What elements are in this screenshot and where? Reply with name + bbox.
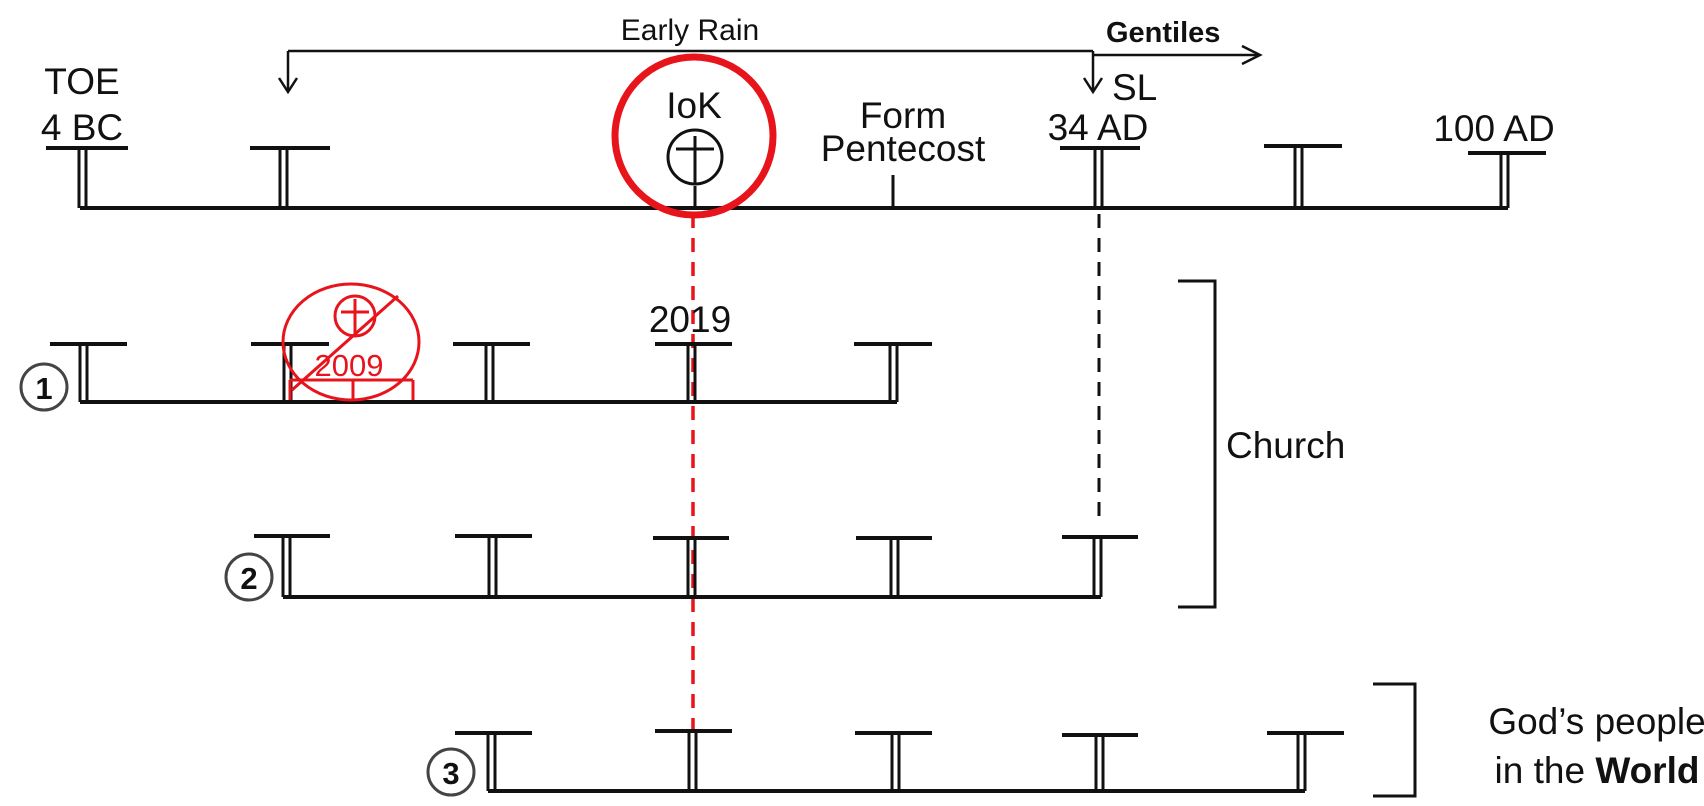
label-100ad: 100 AD: [1433, 108, 1554, 149]
gentiles-arrow: [1093, 44, 1263, 66]
label-34ad: 34 AD: [1048, 107, 1149, 148]
line-2-waymark-5: [1062, 535, 1138, 597]
label-early-rain: Early Rain: [621, 14, 759, 47]
waymark-toe: [46, 146, 128, 208]
line-2-waymark-4: [856, 536, 932, 597]
label-iok: IoK: [666, 85, 722, 126]
line-1-waymark-3: [453, 342, 530, 402]
line-3-waymark-1: [455, 731, 532, 791]
svg-text:3: 3: [442, 756, 459, 791]
early-rain-bracket: [277, 49, 1104, 95]
waymark-100ad: [1468, 151, 1546, 208]
line-2-waymark-2: [455, 534, 532, 597]
line-1: [50, 342, 932, 404]
label-4bc: 4 BC: [41, 107, 123, 148]
line-3-waymark-3: [855, 731, 932, 791]
label-in-the: in the: [1495, 750, 1586, 791]
line-1-waymark-1: [50, 342, 127, 402]
label-church: Church: [1226, 425, 1345, 466]
line-1-waymark-2019: [655, 342, 732, 402]
waymark-34ad: [1060, 146, 1140, 208]
label-gentiles: Gentiles: [1106, 17, 1220, 49]
struck-2009-marker: [281, 282, 421, 402]
label-in-the-world: in the World: [1495, 750, 1700, 791]
label-pentecost: Pentecost: [821, 128, 986, 169]
label-form: Form: [860, 95, 946, 136]
svg-text:2: 2: [240, 561, 257, 596]
line-3: [455, 729, 1344, 793]
line-1-number-badge: 1: [19, 362, 69, 412]
line-2-number-badge: 2: [224, 552, 274, 602]
line-2-waymark-3: [653, 536, 729, 597]
line-3-waymark-4: [1062, 733, 1138, 791]
world-bracket: [1373, 682, 1417, 798]
line-3-waymark-2: [655, 729, 732, 791]
church-bracket: [1178, 279, 1217, 609]
label-sl: SL: [1112, 67, 1157, 108]
line-3-waymark-5: [1267, 731, 1344, 791]
line-2: [254, 534, 1138, 599]
line-1-waymark-5: [854, 342, 932, 402]
line-1-year-2009-struck: 2009: [315, 348, 384, 383]
line-1-year-2019: 2019: [649, 299, 731, 340]
label-gods-people: God’s people: [1488, 701, 1704, 742]
waymark-early-rain: [250, 146, 330, 208]
cross-icon: [666, 128, 724, 186]
top-timeline: [46, 44, 1546, 210]
waymark-gentiles: [1264, 144, 1342, 208]
label-toe: TOE: [44, 61, 119, 102]
label-world: World: [1595, 750, 1699, 791]
line-2-waymark-1: [254, 534, 330, 597]
line-3-number-badge: 3: [426, 747, 476, 797]
svg-text:1: 1: [35, 371, 52, 406]
